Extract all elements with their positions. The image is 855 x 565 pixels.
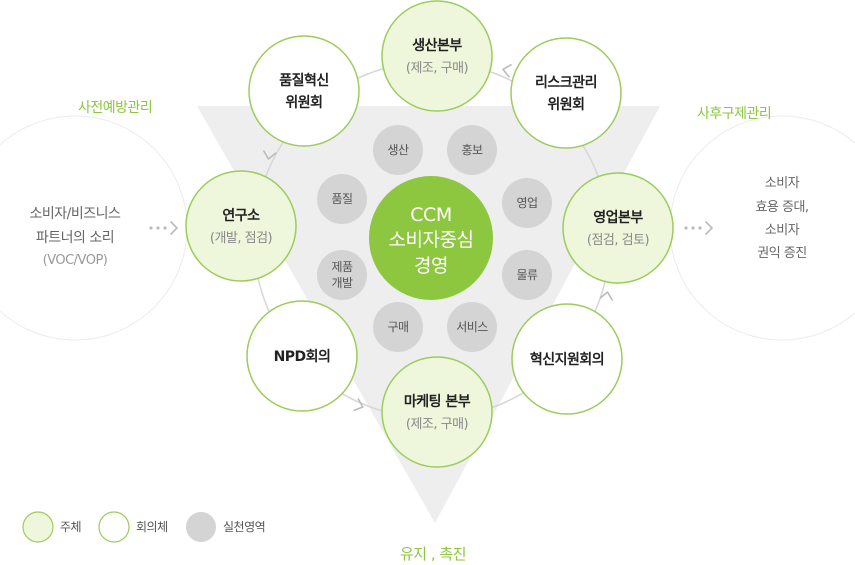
node-sub-sales: (점검, 검토) xyxy=(587,233,649,248)
node-innovation-support xyxy=(511,303,623,415)
legend-label-committee: 회의체 xyxy=(136,520,168,534)
practice-label-production: 생산 xyxy=(387,143,409,157)
node-production xyxy=(381,0,493,112)
ring-arrow-top-icon xyxy=(502,63,512,78)
ring-arrow-right-icon xyxy=(599,291,614,301)
node-sub-production: (제조, 구매) xyxy=(406,61,468,76)
voc-line-2: 파트너의 소리 xyxy=(36,230,114,246)
ccm-subtitle: 소비자중심 xyxy=(389,229,474,251)
ccm-center-circle xyxy=(369,176,493,300)
left-flow-arrow-icon-dot-2 xyxy=(163,226,167,230)
node-title-research: 연구소 xyxy=(222,208,260,224)
practice-label-quality: 품질 xyxy=(331,192,352,206)
legend-swatch-practice xyxy=(186,512,216,542)
right-flow-arrow-icon-head xyxy=(705,221,714,235)
practice-area-product-dev xyxy=(317,250,367,300)
practice-label-product-dev-1: 제품 xyxy=(331,260,353,274)
practice-area-pr xyxy=(447,125,497,175)
left-flow-arrow-icon xyxy=(149,221,179,235)
right-section-label: 사후구제관리 xyxy=(697,106,772,122)
practice-label-logistics: 물류 xyxy=(516,268,538,282)
voc-line-3: (VOC/VOP) xyxy=(43,253,108,268)
node-title-marketing: 마케팅 본부 xyxy=(404,393,471,410)
ring-arrow-bottom-icon xyxy=(353,398,364,412)
benefit-line-3: 소비자 xyxy=(765,223,800,238)
benefit-line-4: 권익 증진 xyxy=(757,246,806,261)
legend-label-practice: 실천영역 xyxy=(223,519,265,534)
node-title-production: 생산본부 xyxy=(412,37,462,54)
practice-area-production xyxy=(373,125,423,175)
legend-swatch-subject xyxy=(22,511,54,543)
right-flow-arrow-icon-dot-2 xyxy=(698,226,702,230)
node-title-innovation-support: 혁신지원회의 xyxy=(530,351,604,368)
node-title-risk-2: 위원회 xyxy=(547,97,584,113)
ccm-title: CCM xyxy=(410,204,451,226)
node-research xyxy=(185,170,297,282)
left-section-label: 사전예방관리 xyxy=(78,100,153,116)
node-sub-marketing: (제조, 구매) xyxy=(406,417,468,432)
node-marketing xyxy=(381,356,493,468)
right-flow-arrow-icon xyxy=(684,221,714,235)
practice-label-product-dev-2: 개발 xyxy=(331,276,353,290)
left-flow-arrow-icon-dot-1 xyxy=(156,226,160,230)
practice-area-sales xyxy=(502,178,552,228)
node-sales xyxy=(562,172,674,284)
node-npd xyxy=(246,300,358,412)
benefit-line-2: 효용 증대, xyxy=(755,200,808,215)
benefit-line-1: 소비자 xyxy=(765,176,800,191)
practice-area-service xyxy=(447,302,497,352)
right-flow-arrow-icon-dot-0 xyxy=(684,226,688,230)
practice-label-pr: 홍보 xyxy=(461,143,483,157)
node-title-quality-innovation-1: 품질혁신 xyxy=(279,72,329,89)
node-title-npd: NPD회의 xyxy=(274,348,331,365)
practice-area-logistics xyxy=(502,250,552,300)
node-title-sales: 영업본부 xyxy=(593,209,643,226)
voc-line-1: 소비자/비즈니스 xyxy=(30,206,121,222)
practice-area-purchase xyxy=(373,302,423,352)
node-quality-innovation xyxy=(248,35,360,147)
left-flow-arrow-icon-head xyxy=(170,221,179,235)
practice-label-sales: 영업 xyxy=(516,196,537,210)
node-title-risk-1: 리스크관리 xyxy=(535,74,597,91)
bottom-section-label: 유지 , 촉진 xyxy=(400,545,467,563)
practice-label-service: 서비스 xyxy=(456,320,488,334)
node-risk xyxy=(510,37,622,149)
left-flow-arrow-icon-dot-0 xyxy=(149,226,153,230)
practice-area-quality xyxy=(317,174,367,224)
ccm-subtitle-2: 경영 xyxy=(414,255,448,277)
right-flow-arrow-icon-dot-1 xyxy=(691,226,695,230)
legend-swatch-committee xyxy=(98,511,130,543)
ring-arrow-left-icon xyxy=(262,150,277,160)
practice-label-purchase: 구매 xyxy=(387,320,408,334)
node-title-quality-innovation-2: 위원회 xyxy=(285,95,322,111)
right-benefit-circle xyxy=(669,115,855,341)
legend-label-subject: 주체 xyxy=(60,520,81,534)
node-sub-research: (개발, 점검) xyxy=(210,231,272,246)
